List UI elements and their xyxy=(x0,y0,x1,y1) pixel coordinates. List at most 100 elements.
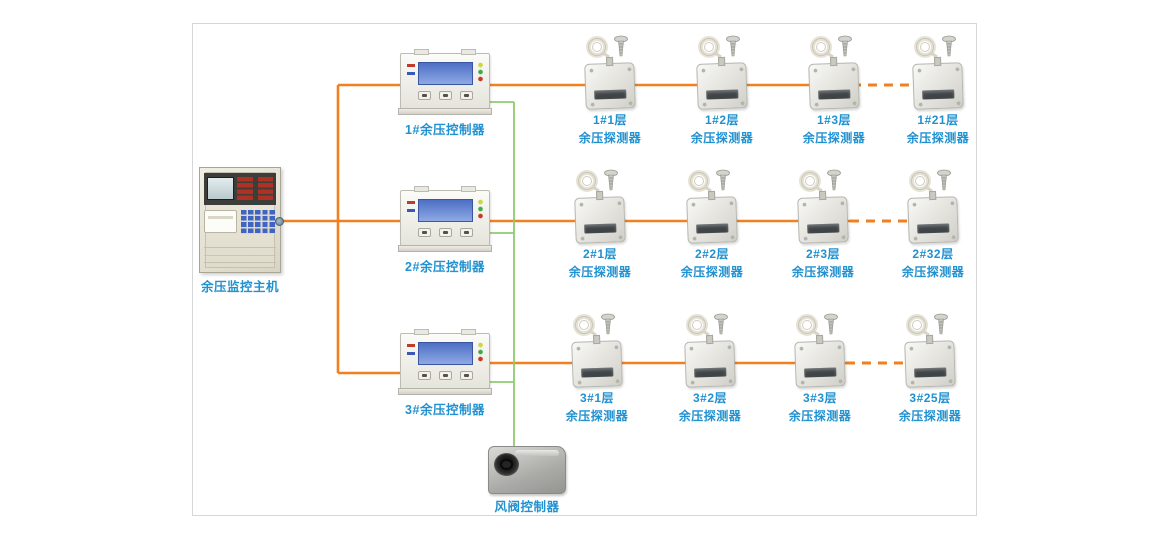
detector-floor-label: 1#3层 xyxy=(816,113,852,127)
controller-3-label: 3#余压控制器 xyxy=(405,403,485,417)
tube-and-screw-icon xyxy=(686,313,728,337)
detector-device xyxy=(571,340,623,388)
detector-device xyxy=(584,62,636,110)
controller-lcd-screen xyxy=(418,62,473,85)
detector-floor-label: 1#21层 xyxy=(917,113,959,127)
mount-tab xyxy=(414,49,429,55)
host-middle-section xyxy=(204,210,276,236)
controller-base xyxy=(398,245,492,252)
host-door-grooves xyxy=(204,247,276,263)
detector-floor-label: 3#2层 xyxy=(692,391,728,405)
controller-lcd-screen xyxy=(418,199,473,222)
controller-buttons xyxy=(401,91,489,100)
detector-device xyxy=(574,196,626,244)
detector: 3#2层 余压探测器 xyxy=(665,312,755,423)
mount-tab xyxy=(461,186,476,192)
detector-device xyxy=(808,62,860,110)
controller-button xyxy=(438,91,452,100)
detector-floor-label: 3#25层 xyxy=(909,391,951,405)
detector-device xyxy=(684,340,736,388)
detector-floor-label: 2#1层 xyxy=(582,247,618,261)
detector-type-label: 余压探测器 xyxy=(578,131,642,145)
detector-device xyxy=(904,340,956,388)
tube-and-screw-icon xyxy=(799,169,841,193)
mount-tab xyxy=(414,329,429,335)
detector: 1#1层 余压探测器 xyxy=(565,34,655,145)
detector-floor-label: 3#3层 xyxy=(802,391,838,405)
damper-controller: 风阀控制器 xyxy=(482,446,572,514)
controller-2-device xyxy=(398,186,492,252)
host-keypad xyxy=(241,210,276,234)
detector-type-label: 余压探测器 xyxy=(788,409,852,423)
controller-button xyxy=(438,228,452,237)
tube-and-screw-icon xyxy=(688,169,730,193)
detector-device xyxy=(912,62,964,110)
detector-floor-label: 1#1层 xyxy=(592,113,628,127)
detector-type-label: 余压探测器 xyxy=(565,409,629,423)
detector-type-label: 余压探测器 xyxy=(680,265,744,279)
detector: 1#2层 余压探测器 xyxy=(677,34,767,145)
detector: 2#32层 余压探测器 xyxy=(888,168,978,279)
detector-device xyxy=(794,340,846,388)
controller-button xyxy=(417,371,431,380)
detector-type-label: 余压探测器 xyxy=(898,409,962,423)
detector: 1#21层 余压探测器 xyxy=(893,34,983,145)
controller-button xyxy=(417,91,431,100)
green-control-wires xyxy=(490,101,515,452)
controller-buttons xyxy=(401,371,489,380)
detector-type-label: 余压探测器 xyxy=(802,131,866,145)
damper-label: 风阀控制器 xyxy=(494,500,560,514)
controller-button xyxy=(459,371,473,380)
detector-type-label: 余压探测器 xyxy=(690,131,754,145)
tube-and-screw-icon xyxy=(914,35,956,59)
controller-lcd-screen xyxy=(418,342,473,365)
tube-and-screw-icon xyxy=(796,313,838,337)
detector: 2#1层 余压探测器 xyxy=(555,168,645,279)
controller-base xyxy=(398,388,492,395)
controller-button xyxy=(459,228,473,237)
controller-2-label: 2#余压控制器 xyxy=(405,260,485,274)
controller-buttons xyxy=(401,228,489,237)
detector-type-label: 余压探测器 xyxy=(568,265,632,279)
detector-floor-label: 2#3层 xyxy=(805,247,841,261)
controller-3-device xyxy=(398,329,492,395)
host-door-lock xyxy=(275,217,284,226)
detector-device xyxy=(797,196,849,244)
monitoring-host: 余压监控主机 xyxy=(198,167,284,294)
host-label: 余压监控主机 xyxy=(200,280,279,294)
tube-and-screw-icon xyxy=(698,35,740,59)
controller-button xyxy=(417,228,431,237)
detector-type-label: 余压探测器 xyxy=(906,131,970,145)
controller-1-label: 1#余压控制器 xyxy=(405,123,485,137)
host-indicator-buttons xyxy=(237,177,273,200)
controller-1-device xyxy=(398,49,492,115)
detector-device xyxy=(907,196,959,244)
host-printer-slot xyxy=(204,210,237,233)
detector: 1#3层 余压探测器 xyxy=(789,34,879,145)
detector-device xyxy=(696,62,748,110)
detector-floor-label: 3#1层 xyxy=(579,391,615,405)
detector: 2#3层 余压探测器 xyxy=(778,168,868,279)
host-lcd-screen xyxy=(207,177,234,200)
detector-type-label: 余压探测器 xyxy=(678,409,742,423)
controller-base xyxy=(398,108,492,115)
detector-type-label: 余压探测器 xyxy=(791,265,855,279)
controller-1: 1#余压控制器 xyxy=(398,48,492,137)
controller-2: 2#余压控制器 xyxy=(398,185,492,274)
tube-and-screw-icon xyxy=(909,169,951,193)
orange-bus-wires xyxy=(282,83,916,375)
mount-tab xyxy=(414,186,429,192)
damper-knob xyxy=(494,453,519,476)
detector-floor-label: 1#2层 xyxy=(704,113,740,127)
detector: 3#1层 余压探测器 xyxy=(552,312,642,423)
detector-type-label: 余压探测器 xyxy=(901,265,965,279)
controller-button xyxy=(438,371,452,380)
mount-tab xyxy=(461,49,476,55)
detector: 2#2层 余压探测器 xyxy=(667,168,757,279)
detector-floor-label: 2#32层 xyxy=(912,247,954,261)
controller-button xyxy=(459,91,473,100)
host-display-panel xyxy=(204,173,276,205)
detector-floor-label: 2#2层 xyxy=(694,247,730,261)
